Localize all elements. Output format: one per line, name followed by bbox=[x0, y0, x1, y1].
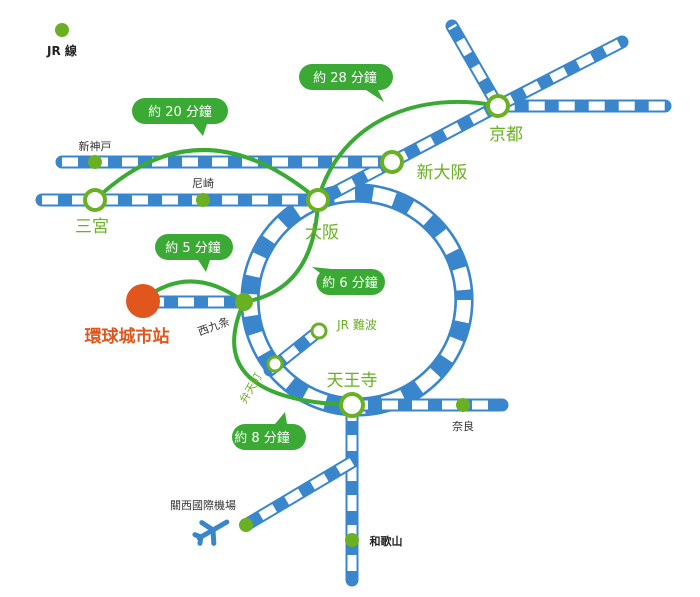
station-kyoto[interactable] bbox=[486, 94, 510, 118]
station-osaka[interactable] bbox=[306, 188, 330, 212]
stations bbox=[55, 23, 510, 547]
station-bentencho[interactable] bbox=[266, 355, 284, 373]
route-sannomiya-osaka bbox=[93, 148, 320, 202]
bubble-sannomiya-osaka: 約 20 分鐘 bbox=[132, 98, 228, 136]
bubble-osaka-nishikujo: 約 6 分鐘 bbox=[312, 267, 385, 296]
label-kansai-airport: 關西國際機場 bbox=[170, 498, 236, 512]
route-osaka-kyoto bbox=[316, 99, 500, 202]
route-nishikujo-osaka bbox=[242, 198, 320, 304]
bubble-tennoji-nishikujo: 約 8 分鐘 bbox=[232, 412, 306, 450]
legend-jr-marker bbox=[55, 23, 69, 37]
legend-label: JR 線 bbox=[46, 43, 77, 58]
label-tennoji: 天王寺 bbox=[327, 371, 378, 391]
travel-time-tennoji-nishikujo: 約 8 分鐘 bbox=[234, 430, 290, 446]
kansai-airport-line bbox=[239, 455, 359, 532]
station-sannomiya[interactable] bbox=[83, 188, 107, 212]
label-shinkobe: 新神戸 bbox=[79, 139, 112, 153]
label-destination: 環球城市站 bbox=[85, 326, 170, 347]
route-nishikujo-tennoji bbox=[232, 300, 354, 407]
station-nara[interactable] bbox=[456, 398, 470, 412]
airplane-icon bbox=[192, 519, 230, 546]
kyoto-north-line bbox=[445, 19, 505, 113]
label-shin-osaka: 新大阪 bbox=[417, 163, 468, 183]
label-jr-namba: JR 難波 bbox=[336, 317, 377, 332]
label-amagasaki: 尼崎 bbox=[192, 176, 214, 190]
station-tennoji[interactable] bbox=[339, 392, 365, 418]
label-nara: 奈良 bbox=[452, 419, 474, 433]
label-kyoto: 京都 bbox=[489, 125, 523, 145]
shinkansen-line bbox=[55, 35, 629, 169]
bubble-destination-nishikujo: 約 5 分鐘 bbox=[155, 234, 233, 272]
travel-time-bubbles: 約 20 分鐘 約 28 分鐘 約 5 分鐘 約 6 分鐘 約 8 分鐘 bbox=[132, 64, 393, 450]
route-lines bbox=[93, 99, 500, 407]
label-wakayama: 和歌山 bbox=[370, 534, 403, 548]
travel-time-osaka-nishikujo: 約 6 分鐘 bbox=[322, 275, 378, 291]
station-labels: JR 線 新神戸 尼崎 三宮 大阪 新大阪 京都 西九条 JR 難波 弁天町 天… bbox=[46, 43, 523, 548]
station-kansai-airport[interactable] bbox=[239, 518, 253, 532]
label-bentencho: 弁天町 bbox=[236, 370, 265, 406]
station-shin-osaka[interactable] bbox=[380, 150, 404, 174]
destination-marker[interactable] bbox=[126, 284, 160, 318]
kobe-kyoto-line bbox=[35, 99, 672, 207]
travel-time-sannomiya-osaka: 約 20 分鐘 bbox=[148, 104, 212, 120]
travel-time-osaka-kyoto: 約 28 分鐘 bbox=[313, 70, 377, 86]
bubble-osaka-kyoto: 約 28 分鐘 bbox=[299, 64, 393, 102]
label-nishikujo: 西九条 bbox=[196, 314, 232, 338]
label-osaka: 大阪 bbox=[305, 223, 339, 243]
station-jr-namba[interactable] bbox=[310, 322, 328, 340]
station-amagasaki[interactable] bbox=[196, 193, 210, 207]
travel-time-destination-nishikujo: 約 5 分鐘 bbox=[165, 240, 221, 256]
station-wakayama[interactable] bbox=[345, 533, 359, 547]
station-nishikujo[interactable] bbox=[235, 293, 253, 311]
label-sannomiya: 三宮 bbox=[75, 217, 109, 237]
station-shinkobe[interactable] bbox=[88, 155, 102, 169]
